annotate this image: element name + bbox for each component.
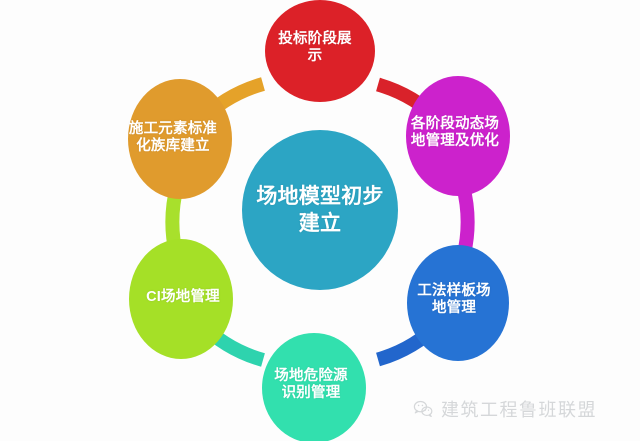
node-circle-lower-right[interactable] [407,245,509,361]
watermark: 建筑工程鲁班联盟 [412,396,597,422]
hub-circle[interactable] [242,130,398,290]
node-circle-upper-right[interactable] [406,76,510,196]
watermark-text: 建筑工程鲁班联盟 [441,400,597,420]
node-circle-bottom[interactable] [262,333,366,441]
wechat-icon [413,400,433,418]
node-circle-top[interactable] [265,0,375,102]
node-circle-lower-left[interactable] [129,239,233,359]
node-circle-upper-left[interactable] [128,79,232,199]
